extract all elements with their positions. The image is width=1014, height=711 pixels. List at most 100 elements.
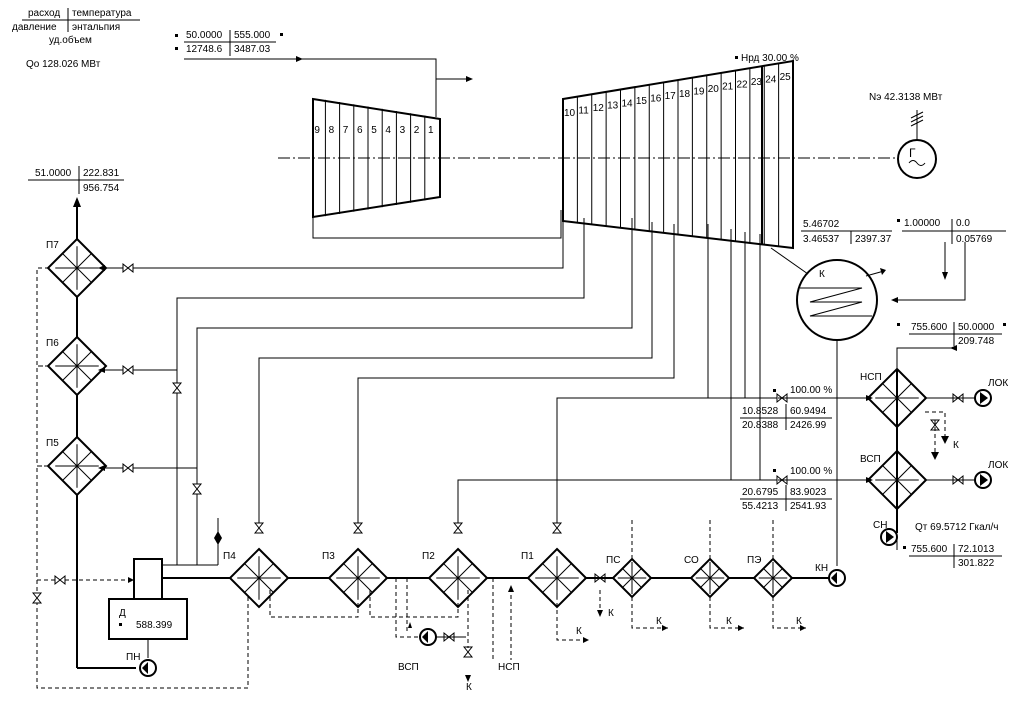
extraction-p7 xyxy=(105,213,564,269)
lp-stage-label: 20 xyxy=(708,84,720,95)
hp-stage-label: 8 xyxy=(329,125,335,136)
legend-pressure: давление xyxy=(12,22,57,33)
hp-stage-label: 4 xyxy=(385,125,391,136)
crossover-pipe xyxy=(312,210,562,239)
extraction-p1 xyxy=(556,397,778,533)
drain-p5-d xyxy=(36,465,249,689)
svg-text:3.46537: 3.46537 xyxy=(803,234,840,245)
valve-icon xyxy=(352,522,364,534)
lp-stage-label: 17 xyxy=(665,91,677,102)
hp-stage-label: 9 xyxy=(314,125,320,136)
generator-power: Nэ 42.3138 МВт xyxy=(869,92,943,103)
svg-text:ЛОК: ЛОК xyxy=(988,378,1008,389)
heater-п6-label: П6 xyxy=(46,338,59,349)
lp-stage-label: 22 xyxy=(737,79,749,90)
svg-text:50.0000: 50.0000 xyxy=(958,322,995,333)
valve-icon xyxy=(122,462,134,474)
lp-stage-label: 24 xyxy=(765,75,777,86)
lp-stage-label: 14 xyxy=(622,98,634,109)
lp-stage-label: 18 xyxy=(679,89,691,100)
extraction-p3 xyxy=(357,224,675,533)
lower-network-heater-params: 100.00 % 20.6795 83.9023 55.4213 2541.93 xyxy=(740,466,832,512)
deaerator-label: Д xyxy=(119,608,126,619)
svg-text:72.1013: 72.1013 xyxy=(958,544,995,555)
heater-lp-0-label: П4 xyxy=(223,551,236,562)
heater-п7-label: П7 xyxy=(46,240,59,251)
network-heater-upper-label: НСП xyxy=(860,372,882,383)
legend-specific-volume: уд.объем xyxy=(49,34,92,46)
hp-stage-label: 1 xyxy=(428,125,434,136)
svg-text:20.8388: 20.8388 xyxy=(742,420,779,431)
live-steam-line xyxy=(184,58,437,117)
heater-п5-label: П5 xyxy=(46,438,59,449)
legend-temperature: температура xyxy=(72,8,132,19)
svg-text:100.00 %: 100.00 % xyxy=(790,385,832,396)
drain-p1 xyxy=(556,603,590,641)
to-condenser-label: К xyxy=(796,616,802,627)
valve-icon xyxy=(929,419,941,431)
valve-icon xyxy=(253,522,265,534)
network-pump-label: СН xyxy=(873,520,887,531)
valve-icon xyxy=(452,522,464,534)
network-heater-lower-label: ВСП xyxy=(860,454,881,465)
cooling-water-params: 1.00000 0.0 0.05769 xyxy=(897,218,1006,245)
lp-stage-label: 25 xyxy=(780,72,792,83)
legend-flow: расход xyxy=(28,8,60,19)
drain-network-upper xyxy=(925,411,946,440)
live-steam-enthalpy: 3487.03 xyxy=(234,44,271,55)
heat-output: Qт 69.5712 Гкал/ч 755.600 72.1013 301.82… xyxy=(903,522,1002,569)
valve-icon xyxy=(551,522,563,534)
svg-text:755.600: 755.600 xyxy=(911,322,948,333)
heater-lp-1: П3 xyxy=(322,547,389,609)
lp-stage-label: 11 xyxy=(578,105,589,116)
condensate-pump: КН xyxy=(815,563,846,587)
hp-stage-label: 5 xyxy=(371,125,377,136)
heater-п5: П5 xyxy=(46,435,108,497)
svg-text:83.9023: 83.9023 xyxy=(790,487,827,498)
valve-icon xyxy=(462,646,474,658)
lp-stage-label: 15 xyxy=(636,96,648,107)
lp-stage-label: 19 xyxy=(693,86,705,97)
valve-icon xyxy=(122,262,134,274)
drain-pump-vsp-label: ВСП xyxy=(398,662,419,673)
consumer-upper: ЛОК xyxy=(925,378,1008,407)
regulating-diaphragm-readout: Нрд 30.00 % xyxy=(741,53,799,64)
valve-icon xyxy=(191,483,203,495)
svg-text:222.831: 222.831 xyxy=(83,168,120,179)
heat-input-readout: Qo 128.026 МВт xyxy=(26,59,101,70)
heater-lp-1-label: П3 xyxy=(322,551,335,562)
heater-lp-4-label: ПС xyxy=(606,555,620,566)
hp-stage-label: 2 xyxy=(414,125,420,136)
cooling-water-outlet xyxy=(893,242,966,301)
condenser-label: К xyxy=(819,269,825,280)
to-condenser-label: К xyxy=(726,616,732,627)
legend: расход температура давление энтальпия уд… xyxy=(12,8,140,70)
valve-icon xyxy=(122,364,134,376)
drain-p3-p2 xyxy=(369,590,459,618)
lp-stage-label: 12 xyxy=(593,103,605,114)
exhaust-params: 5.46702 3.46537 2397.37 xyxy=(801,219,892,245)
to-condenser-label: К xyxy=(466,682,472,693)
svg-text:0.0: 0.0 xyxy=(956,218,970,229)
svg-text:60.9494: 60.9494 xyxy=(790,406,827,417)
network-water-params: 755.600 50.0000 209.748 xyxy=(897,322,1006,347)
drain-p7-p6 xyxy=(36,267,49,367)
upper-network-heater-params: 100.00 % 10.8528 60.9494 20.8388 2426.99 xyxy=(740,385,832,431)
extraction-p2 xyxy=(457,479,778,533)
svg-text:956.754: 956.754 xyxy=(83,183,120,194)
feed-pump-label: ПН xyxy=(126,652,140,663)
drain-p4-p3 xyxy=(269,590,359,618)
drain-nsp-label: НСП xyxy=(498,662,520,673)
svg-text:755.600: 755.600 xyxy=(911,544,948,555)
hp-stage-label: 7 xyxy=(343,125,349,136)
deaerator-value: 588.399 xyxy=(136,620,173,631)
svg-text:10.8528: 10.8528 xyxy=(742,406,779,417)
valve-icon xyxy=(54,574,66,586)
svg-text:2426.99: 2426.99 xyxy=(790,420,827,431)
generator-icon: Г xyxy=(897,110,937,179)
svg-text:2397.37: 2397.37 xyxy=(855,234,892,245)
legend-enthalpy: энтальпия xyxy=(72,22,120,33)
feed-pump: ПН xyxy=(126,652,157,677)
